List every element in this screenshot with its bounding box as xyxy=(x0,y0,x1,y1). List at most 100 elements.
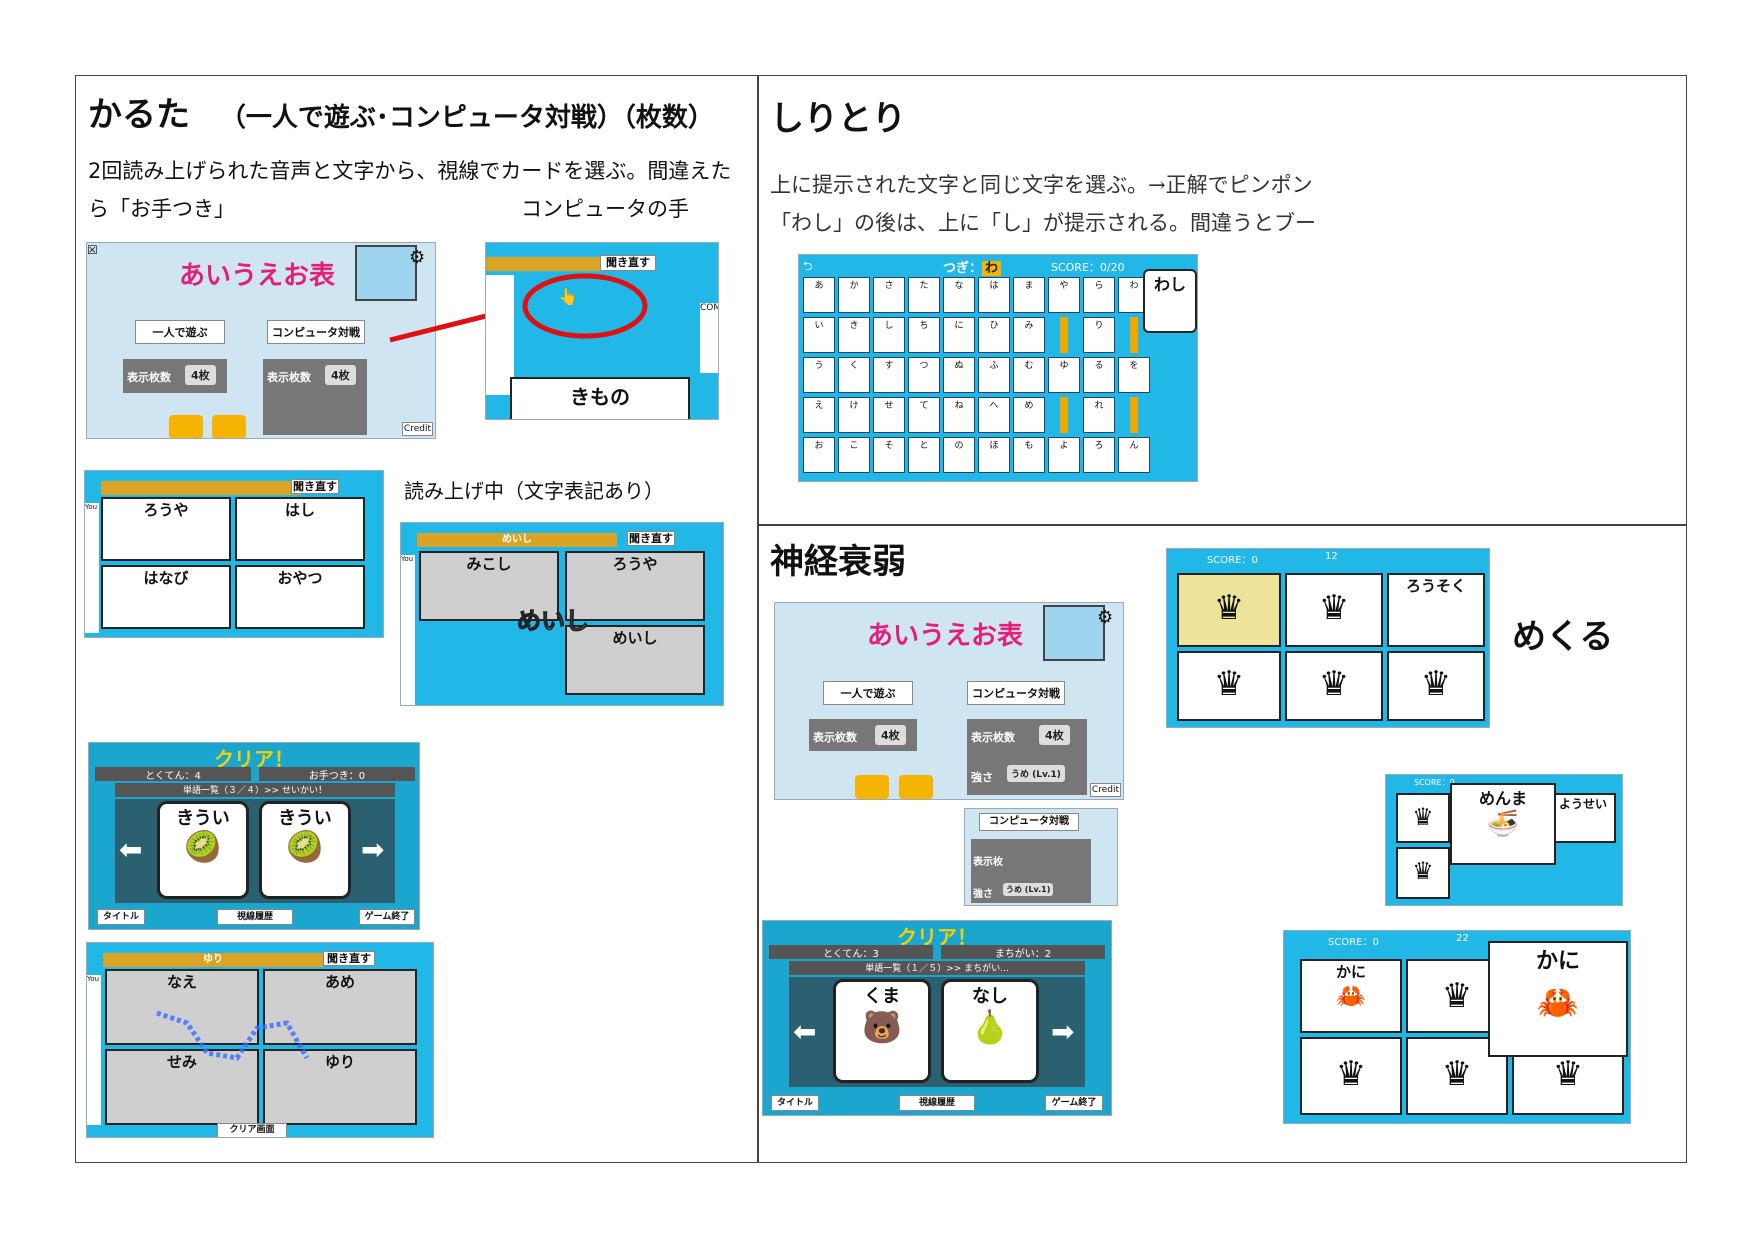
prev-arrow-icon[interactable]: ⬅ xyxy=(119,833,143,866)
back-icon[interactable]: ⮌ xyxy=(803,259,813,273)
kana-cell[interactable]: し xyxy=(873,317,905,353)
kana-cell[interactable]: つ xyxy=(908,357,940,393)
kana-cell[interactable]: い xyxy=(803,317,835,353)
memory-card[interactable]: ♛ xyxy=(1396,847,1450,899)
next-arrow-icon[interactable]: ➡ xyxy=(1051,1015,1075,1048)
karuta-card[interactable]: ゆり xyxy=(263,1049,417,1125)
kana-cell[interactable]: よ xyxy=(1048,437,1080,473)
kana-cell[interactable]: め xyxy=(1013,397,1045,433)
credit-button[interactable]: Credit xyxy=(1089,783,1121,797)
kana-cell[interactable]: と xyxy=(908,437,940,473)
strength-select[interactable]: うめ (Lv.1) xyxy=(1003,883,1054,896)
vs-computer-button[interactable]: コンピュータ対戦 xyxy=(267,320,365,344)
kana-cell[interactable]: や xyxy=(1048,277,1080,313)
memory-card[interactable]: ♛ xyxy=(1285,573,1383,647)
karuta-card[interactable]: なえ xyxy=(105,969,259,1045)
memory-card[interactable]: ♛ xyxy=(1177,651,1281,721)
kana-cell[interactable]: ふ xyxy=(978,357,1010,393)
replay-button[interactable]: 聞き直す xyxy=(291,479,339,494)
strength-select[interactable]: うめ (Lv.1) xyxy=(1007,765,1065,782)
gear-icon[interactable]: ⚙ xyxy=(409,247,426,268)
kana-cell[interactable]: の xyxy=(943,437,975,473)
karuta-card[interactable]: ろうや xyxy=(565,551,705,621)
kana-cell[interactable]: け xyxy=(838,397,870,433)
kana-cell[interactable]: か xyxy=(838,277,870,313)
kana-cell[interactable]: す xyxy=(873,357,905,393)
kana-cell[interactable]: る xyxy=(1083,357,1115,393)
kana-cell[interactable]: く xyxy=(838,357,870,393)
kana-cell[interactable]: へ xyxy=(978,397,1010,433)
karuta-card[interactable]: せみ xyxy=(105,1049,259,1125)
title-button[interactable]: タイトル xyxy=(771,1095,819,1111)
count-select[interactable]: 4枚 xyxy=(1039,725,1070,745)
replay-button[interactable]: 聞き直す xyxy=(323,951,375,966)
memory-card[interactable]: かに🦀 xyxy=(1300,959,1402,1033)
karuta-card[interactable]: はなび xyxy=(101,565,231,629)
replay-button[interactable]: 聞き直す xyxy=(627,531,675,546)
vs-computer-button[interactable]: コンピュータ対戦 xyxy=(967,681,1065,705)
karuta-card[interactable]: ろうや xyxy=(101,497,231,561)
kana-cell[interactable]: え xyxy=(803,397,835,433)
kana-cell[interactable]: に xyxy=(943,317,975,353)
kana-cell[interactable]: ら xyxy=(1083,277,1115,313)
clear-screen-button[interactable]: クリア画面 xyxy=(217,1123,287,1137)
gear-icon[interactable]: ⚙ xyxy=(1097,607,1114,628)
count-select[interactable]: 4枚 xyxy=(185,365,216,385)
kana-cell[interactable]: ひ xyxy=(978,317,1010,353)
kana-cell[interactable]: れ xyxy=(1083,397,1115,433)
gaze-history-button[interactable]: 視線履歴 xyxy=(217,909,293,925)
kana-cell[interactable]: た xyxy=(908,277,940,313)
kana-cell[interactable]: お xyxy=(803,437,835,473)
replay-button[interactable]: 聞き直す xyxy=(600,255,656,271)
memory-card[interactable]: ろうそく xyxy=(1387,573,1485,647)
prev-arrow-icon[interactable]: ⬅ xyxy=(793,1015,817,1048)
memory-card[interactable]: ようせい xyxy=(1550,793,1616,843)
card-kimono[interactable]: きもの xyxy=(510,377,690,419)
kana-cell[interactable]: ん xyxy=(1118,437,1150,473)
memory-card[interactable]: ♛ xyxy=(1396,793,1450,843)
kana-cell[interactable]: み xyxy=(1013,317,1045,353)
next-arrow-icon[interactable]: ➡ xyxy=(361,833,385,866)
end-game-button[interactable]: ゲーム終了 xyxy=(359,909,415,925)
kana-cell[interactable]: ぬ xyxy=(943,357,975,393)
single-mode-button[interactable]: 一人で遊ぶ xyxy=(135,320,225,344)
memory-card[interactable]: ♛ xyxy=(1177,573,1281,647)
gaze-history-button[interactable]: 視線履歴 xyxy=(899,1095,975,1111)
credit-button[interactable]: Credit xyxy=(401,422,433,436)
memory-card[interactable]: ♛ xyxy=(1387,651,1485,721)
memory-card[interactable]: ♛ xyxy=(1285,651,1383,721)
kana-cell[interactable]: ろ xyxy=(1083,437,1115,473)
end-game-button[interactable]: ゲーム終了 xyxy=(1045,1095,1103,1111)
kana-cell[interactable]: あ xyxy=(803,277,835,313)
karuta-card[interactable]: あめ xyxy=(263,969,417,1045)
kana-cell[interactable]: ゆ xyxy=(1048,357,1080,393)
karuta-card[interactable]: めいし xyxy=(565,625,705,695)
title-button[interactable]: タイトル xyxy=(97,909,145,925)
single-mode-button[interactable]: 一人で遊ぶ xyxy=(823,681,913,705)
kana-cell[interactable]: も xyxy=(1013,437,1045,473)
karuta-card[interactable]: みこし xyxy=(419,551,559,621)
kana-cell[interactable]: こ xyxy=(838,437,870,473)
count-select[interactable]: 4枚 xyxy=(325,365,356,385)
kana-cell[interactable]: ね xyxy=(943,397,975,433)
flipped-card[interactable]: かに🦀 xyxy=(1488,941,1628,1057)
kana-cell[interactable]: せ xyxy=(873,397,905,433)
kana-cell[interactable]: ま xyxy=(1013,277,1045,313)
kana-cell[interactable]: り xyxy=(1083,317,1115,353)
kana-cell[interactable]: う xyxy=(803,357,835,393)
kana-cell[interactable]: そ xyxy=(873,437,905,473)
kana-cell[interactable]: ほ xyxy=(978,437,1010,473)
memory-card[interactable]: ♛ xyxy=(1300,1037,1402,1115)
kana-cell[interactable]: さ xyxy=(873,277,905,313)
kana-cell[interactable]: て xyxy=(908,397,940,433)
kana-cell[interactable]: を xyxy=(1118,357,1150,393)
kana-cell[interactable]: は xyxy=(978,277,1010,313)
karuta-card[interactable]: はし xyxy=(235,497,365,561)
kana-cell[interactable]: む xyxy=(1013,357,1045,393)
kana-cell[interactable]: ち xyxy=(908,317,940,353)
kana-cell[interactable]: き xyxy=(838,317,870,353)
count-select[interactable]: 4枚 xyxy=(875,725,906,745)
vs-computer-button[interactable]: コンピュータ対戦 xyxy=(979,813,1079,831)
kana-cell[interactable]: な xyxy=(943,277,975,313)
flipped-card[interactable]: めんま🍜 xyxy=(1450,783,1556,865)
